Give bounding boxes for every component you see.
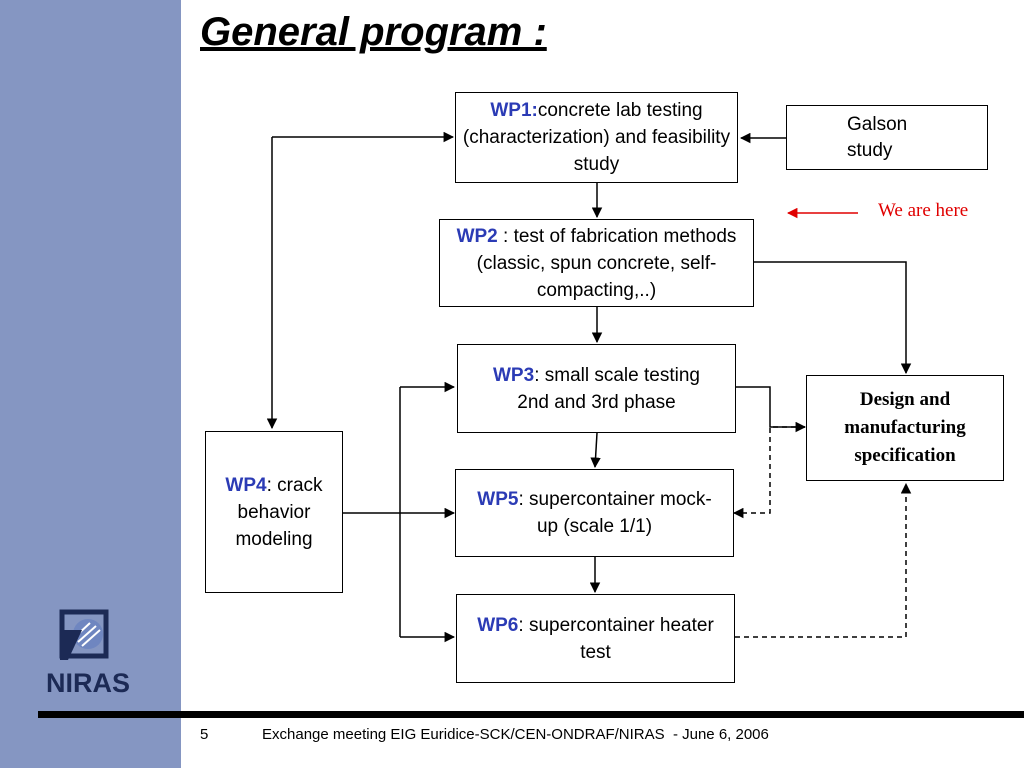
wp3-code: WP3 [493, 364, 535, 386]
we-are-here-label: We are here [878, 200, 969, 221]
wp5-text: : supercontainer mock-up (scale 1/1) [518, 489, 712, 537]
logo-text: NIRAS [45, 668, 130, 698]
dashed-wp6-design [735, 482, 912, 638]
wp2-text: : test of fabrication methods (classic, … [476, 225, 737, 301]
dashed-design-wp5 [732, 426, 805, 519]
node-wp3: WP3: small scale testing 2nd and 3rd pha… [457, 344, 736, 433]
node-galson: Galson study [786, 105, 988, 170]
node-wp6: WP6: supercontainer heater test [456, 594, 735, 683]
node-wp1: WP1:concrete lab testing (characterizati… [455, 92, 738, 183]
page-title: General program : [200, 10, 547, 54]
arrow-wp2-design [754, 261, 912, 375]
wp3-text: : small scale testing 2nd and 3rd phase [517, 364, 700, 413]
wp4-text: : crack behavior modeling [235, 474, 323, 550]
footer-divider [38, 711, 1024, 718]
node-wp2: WP2 : test of fabrication methods (class… [439, 219, 754, 307]
wp1-text: concrete lab testing (characterization) … [462, 100, 731, 175]
niras-logo-icon [59, 609, 109, 660]
arrow-wp3-wp5 [590, 432, 601, 469]
arrow-wp3-design [736, 386, 807, 433]
niras-logo: NIRAS [38, 608, 138, 703]
wp5-code: WP5 [477, 489, 519, 510]
wp4-code: WP4 [225, 474, 267, 496]
wp2-code: WP2 [456, 225, 498, 247]
node-design: Design and manufacturing specification [806, 375, 1004, 481]
footer-text: Exchange meeting EIG Euridice-SCK/CEN-ON… [262, 726, 769, 743]
wp6-code: WP6 [477, 614, 519, 636]
design-text: Design and manufacturing specification [844, 389, 966, 466]
node-wp5: WP5: supercontainer mock-up (scale 1/1) [455, 469, 734, 557]
page-number: 5 [200, 726, 209, 743]
galson-text: Galson study [847, 113, 908, 161]
wp6-text: : supercontainer heater test [518, 614, 714, 663]
wp1-code: WP1: [490, 100, 538, 121]
node-wp4: WP4: crack behavior modeling [205, 431, 343, 593]
